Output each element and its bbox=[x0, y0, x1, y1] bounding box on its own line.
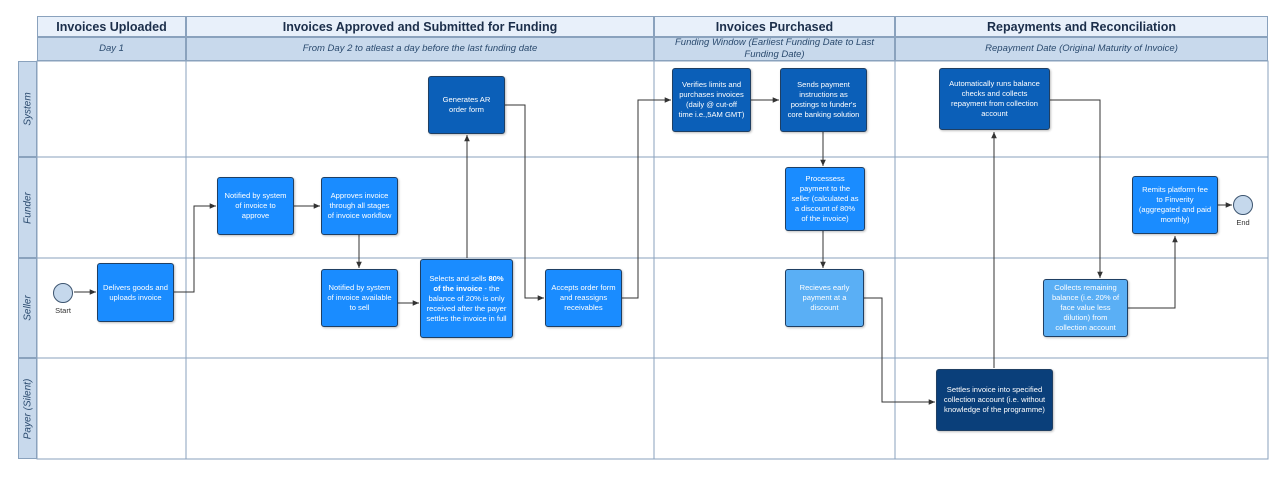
phase-header-purchased: Invoices Purchased bbox=[654, 16, 895, 37]
box-text: Notified by system of invoice available … bbox=[327, 283, 392, 312]
box-selects-and-sells: Selects and sells 80% of the invoice - t… bbox=[420, 259, 513, 338]
phase-title: Invoices Purchased bbox=[715, 19, 834, 34]
start-event-circle bbox=[53, 283, 73, 303]
phase-subtitle-approved: From Day 2 to atleast a day before the l… bbox=[186, 37, 654, 61]
box-text: Approves invoice through all stages of i… bbox=[327, 191, 392, 220]
box-text: Processess payment to the seller (calcul… bbox=[791, 174, 859, 223]
box-text-part: - the balance of 20% is only received af… bbox=[426, 283, 507, 323]
box-text-part: Selects and sells bbox=[429, 273, 489, 283]
phase-subtitle-purchased: Funding Window (Earliest Funding Date to… bbox=[654, 37, 895, 61]
box-notified-to-sell: Notified by system of invoice available … bbox=[321, 269, 398, 327]
phase-title: Invoices Approved and Submitted for Fund… bbox=[282, 19, 558, 34]
box-text-bold: 80% of the invoice bbox=[433, 273, 504, 293]
phase-subtitle-uploaded: Day 1 bbox=[37, 37, 186, 61]
phase-subtitle-text: Day 1 bbox=[99, 43, 124, 54]
box-text: Selects and sells 80% of the invoice - t… bbox=[426, 274, 507, 324]
phase-header-uploaded: Invoices Uploaded bbox=[37, 16, 186, 37]
box-collects-remaining-balance: Collects remaining balance (i.e. 20% of … bbox=[1043, 279, 1128, 337]
box-text: Automatically runs balance checks and co… bbox=[949, 79, 1040, 118]
connector-receives-to-settles bbox=[864, 297, 935, 405]
box-remits-platform-fee: Remits platform fee to Finverity (aggreg… bbox=[1132, 176, 1218, 234]
box-delivers-goods: Delivers goods and uploads invoice bbox=[97, 263, 174, 322]
connector-collects-to-remits bbox=[1128, 236, 1178, 309]
phase-title: Invoices Uploaded bbox=[56, 19, 167, 34]
connector-generates-to-accepts bbox=[505, 104, 544, 301]
end-event-circle bbox=[1233, 195, 1253, 215]
box-text: Delivers goods and uploads invoice bbox=[103, 282, 169, 302]
box-generates-ar-order-form: Generates AR order form bbox=[428, 76, 505, 134]
box-accepts-order-form: Accepts order form and reassigns receiva… bbox=[545, 269, 622, 327]
box-text: Accepts order form and reassigns receiva… bbox=[551, 283, 616, 312]
box-automatically-runs-checks: Automatically runs balance checks and co… bbox=[939, 68, 1050, 130]
phase-subtitle-text: Funding Window (Earliest Funding Date to… bbox=[675, 37, 874, 60]
box-processes-payment: Processess payment to the seller (calcul… bbox=[785, 167, 865, 231]
box-notified-to-approve: Notified by system of invoice to approve bbox=[217, 177, 294, 235]
phase-title: Repayments and Reconciliation bbox=[987, 19, 1176, 34]
box-settles-invoice: Settles invoice into specified collectio… bbox=[936, 369, 1053, 431]
start-label: Start bbox=[55, 306, 71, 315]
connector-delivers-to-notified-approve bbox=[174, 203, 216, 293]
box-text: Collects remaining balance (i.e. 20% of … bbox=[1051, 283, 1120, 332]
phase-subtitle-text: From Day 2 to atleast a day before the l… bbox=[302, 43, 538, 54]
connector-accepts-to-verifies bbox=[622, 97, 671, 299]
box-text: Verifies limits and purchases invoices (… bbox=[678, 80, 745, 119]
box-sends-payment-instructions: Sends payment instructions as postings t… bbox=[780, 68, 867, 132]
box-receives-early-payment: Recieves early payment at a discount bbox=[785, 269, 864, 327]
box-text: Recieves early payment at a discount bbox=[799, 283, 850, 312]
box-text: Settles invoice into specified collectio… bbox=[943, 385, 1046, 414]
box-approves-invoice: Approves invoice through all stages of i… bbox=[321, 177, 398, 235]
swimlane-grid bbox=[36, 60, 1269, 460]
phase-header-approved: Invoices Approved and Submitted for Fund… bbox=[186, 16, 654, 37]
phase-header-repayments: Repayments and Reconciliation bbox=[895, 16, 1268, 37]
box-text: Sends payment instructions as postings t… bbox=[787, 80, 860, 119]
end-label: End bbox=[1236, 218, 1250, 227]
box-text: Generates AR order form bbox=[442, 95, 491, 114]
box-text: Notified by system of invoice to approve bbox=[224, 191, 287, 220]
phase-subtitle-text: Repayment Date (Original Maturity of Inv… bbox=[985, 43, 1178, 54]
box-text: Remits platform fee to Finverity (aggreg… bbox=[1138, 185, 1212, 224]
connector-auto-runs-to-collects bbox=[1050, 99, 1103, 278]
box-verifies-limits: Verifies limits and purchases invoices (… bbox=[672, 68, 751, 132]
